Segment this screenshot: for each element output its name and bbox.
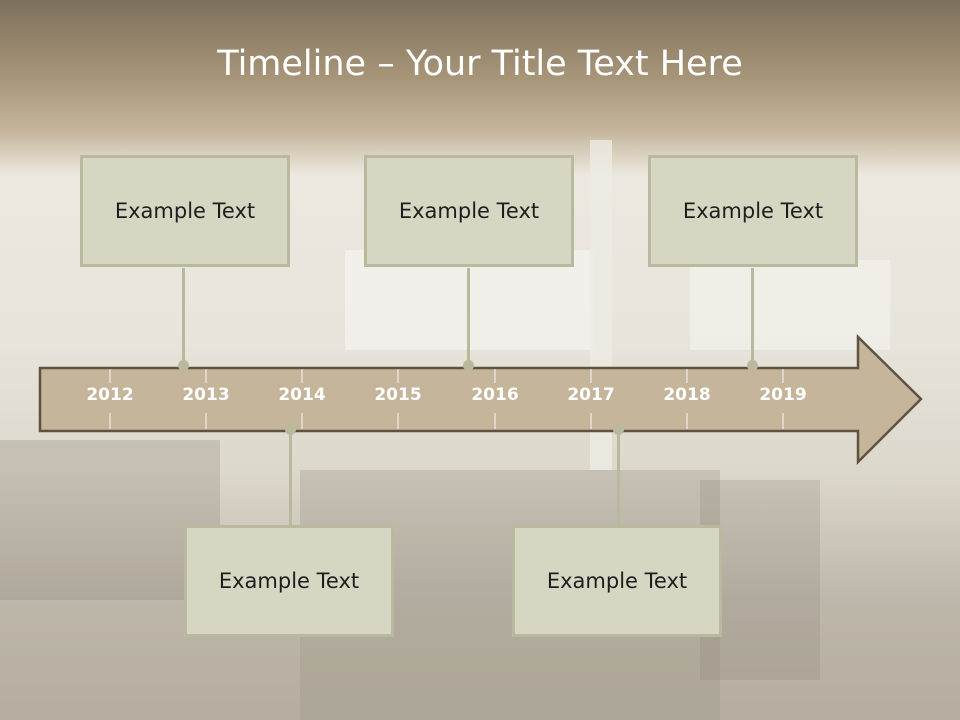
year-label-2014: 2014 (278, 385, 326, 405)
year-label-2019: 2019 (759, 385, 807, 405)
event-connector (751, 268, 754, 366)
year-label-2012: 2012 (86, 385, 134, 405)
year-label-2018: 2018 (663, 385, 711, 405)
event-connector (467, 268, 470, 366)
event-connector (289, 432, 292, 528)
event-box-top-2[interactable]: Example Text (364, 155, 574, 267)
event-box-top-1[interactable]: Example Text (80, 155, 290, 267)
year-label-2017: 2017 (567, 385, 615, 405)
slide-title: Timeline – Your Title Text Here (217, 44, 743, 84)
event-connector (182, 268, 185, 366)
event-box-bottom-2[interactable]: Example Text (512, 525, 722, 637)
event-dot (463, 360, 474, 371)
year-label-2013: 2013 (182, 385, 230, 405)
year-label-2016: 2016 (471, 385, 519, 405)
event-dot (747, 360, 758, 371)
event-dot (613, 424, 624, 435)
year-label-2015: 2015 (374, 385, 422, 405)
event-connector (617, 432, 620, 528)
event-box-top-3[interactable]: Example Text (648, 155, 858, 267)
event-dot (178, 360, 189, 371)
event-box-bottom-1[interactable]: Example Text (184, 525, 394, 637)
event-dot (285, 424, 296, 435)
